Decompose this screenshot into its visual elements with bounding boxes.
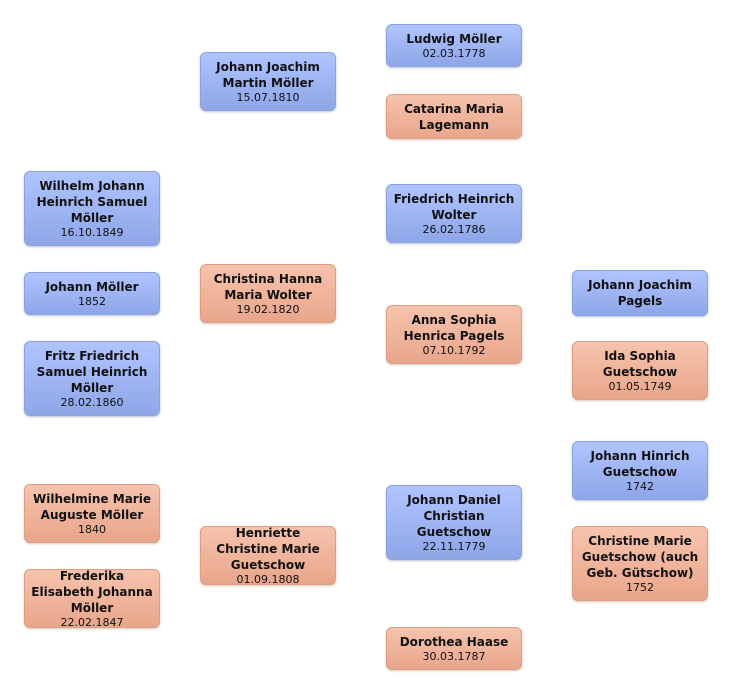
person-name: Johann Joachim Martin Möller: [216, 60, 320, 90]
person-name: Fritz Friedrich Samuel Heinrich Möller: [36, 349, 148, 395]
person-name: Christine Marie Guetschow (auch Geb. Güt…: [581, 534, 699, 580]
person-name: Johann Joachim Pagels: [588, 278, 692, 308]
person-name: Wilhelmine Marie Auguste Möller: [33, 492, 151, 522]
person-node[interactable]: Friedrich Heinrich Wolter 26.02.1786: [386, 184, 522, 243]
person-date: 1742: [626, 480, 654, 493]
person-date: 30.03.1787: [422, 650, 486, 663]
person-name: Frederika Elisabeth Johanna Möller: [31, 569, 153, 615]
person-name: Christina Hanna Maria Wolter: [213, 272, 323, 302]
person-node[interactable]: Johann Hinrich Guetschow 1742: [572, 441, 708, 500]
person-name: Johann Daniel Christian Guetschow: [407, 493, 501, 539]
person-date: 22.11.1779: [422, 540, 486, 553]
person-date: 02.03.1778: [422, 47, 486, 60]
person-date: 19.02.1820: [236, 303, 300, 316]
person-date: 28.02.1860: [60, 396, 124, 409]
person-node[interactable]: Christina Hanna Maria Wolter 19.02.1820: [200, 264, 336, 323]
person-node[interactable]: Anna Sophia Henrica Pagels 07.10.1792: [386, 305, 522, 364]
person-date: 1852: [78, 295, 106, 308]
person-date: 16.10.1849: [60, 226, 124, 239]
person-node[interactable]: Frederika Elisabeth Johanna Möller 22.02…: [24, 569, 160, 629]
person-node[interactable]: Wilhelm Johann Heinrich Samuel Möller 16…: [24, 171, 160, 246]
person-date: 26.02.1786: [422, 223, 486, 236]
person-date: 22.02.1847: [60, 616, 124, 629]
person-name: Catarina Maria Lagemann: [404, 101, 504, 132]
person-node[interactable]: Catarina Maria Lagemann: [386, 94, 522, 139]
person-node[interactable]: Johann Joachim Martin Möller 15.07.1810: [200, 52, 336, 111]
person-date: 01.05.1749: [608, 380, 672, 393]
person-name: Friedrich Heinrich Wolter: [393, 192, 515, 222]
person-node[interactable]: Christine Marie Guetschow (auch Geb. Güt…: [572, 526, 708, 601]
person-date: 1840: [78, 523, 106, 536]
person-date: 01.09.1808: [236, 573, 300, 586]
person-name: Johann Hinrich Guetschow: [590, 449, 690, 479]
person-name: Dorothea Haase: [399, 635, 509, 649]
person-name: Ida Sophia Guetschow: [602, 349, 678, 379]
person-node[interactable]: Ludwig Möller 02.03.1778: [386, 24, 522, 67]
person-date: 1752: [626, 581, 654, 594]
person-node[interactable]: Henriette Christine Marie Guetschow 01.0…: [200, 526, 336, 586]
person-name: Ludwig Möller: [406, 32, 502, 46]
person-name: Henriette Christine Marie Guetschow: [216, 526, 320, 572]
person-node[interactable]: Johann Joachim Pagels: [572, 270, 708, 316]
person-node[interactable]: Ida Sophia Guetschow 01.05.1749: [572, 341, 708, 400]
person-name: Wilhelm Johann Heinrich Samuel Möller: [36, 179, 148, 225]
person-node[interactable]: Dorothea Haase 30.03.1787: [386, 627, 522, 670]
person-node[interactable]: Fritz Friedrich Samuel Heinrich Möller 2…: [24, 341, 160, 416]
person-node[interactable]: Johann Daniel Christian Guetschow 22.11.…: [386, 485, 522, 560]
person-name: Johann Möller: [45, 280, 139, 294]
person-node[interactable]: Johann Möller 1852: [24, 272, 160, 315]
person-date: 07.10.1792: [422, 344, 486, 357]
person-node[interactable]: Wilhelmine Marie Auguste Möller 1840: [24, 484, 160, 543]
person-date: 15.07.1810: [236, 91, 300, 104]
person-name: Anna Sophia Henrica Pagels: [403, 313, 505, 343]
